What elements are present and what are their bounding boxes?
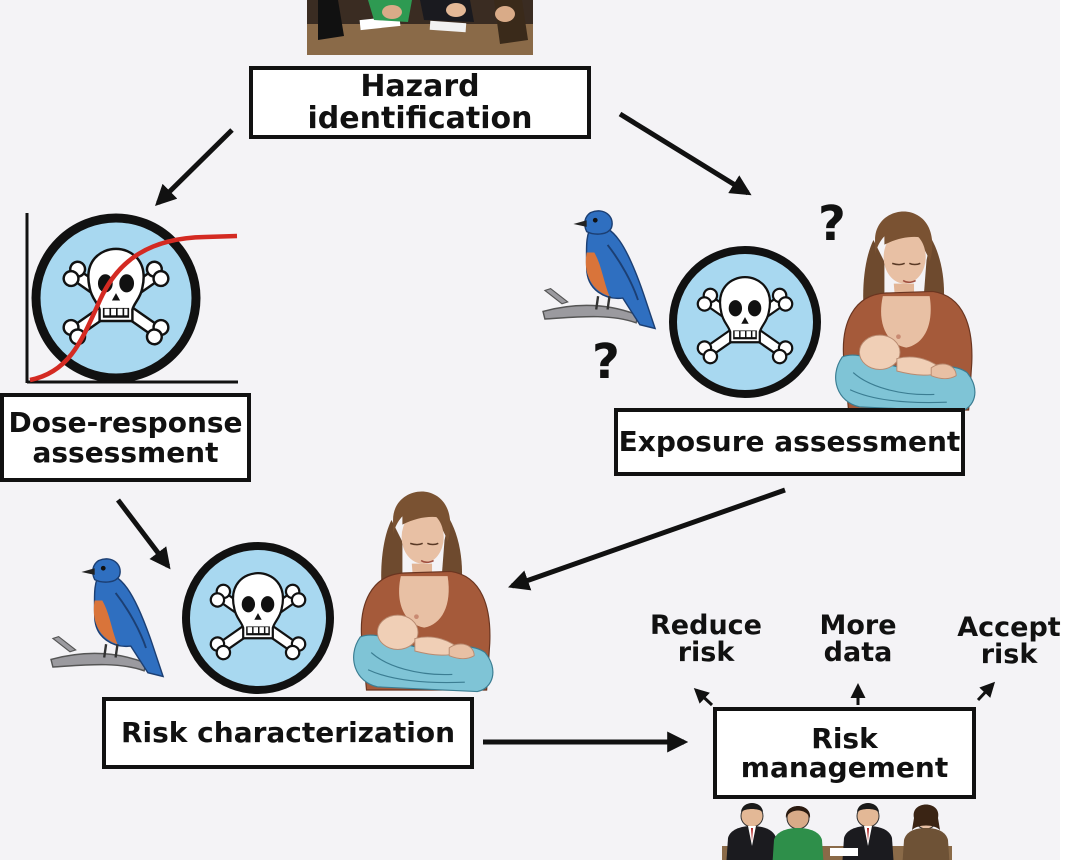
risk-characterization-label: Risk characterization [120,716,456,750]
accept-risk-line2: risk [980,639,1038,670]
dose-response-label-line1: Dose-response [8,406,243,440]
meeting-bottom-image [722,802,952,860]
meeting-people-icon [725,802,779,860]
reduce-risk-line2: risk [677,637,735,668]
mother-infant-icon [352,490,494,693]
meeting-top-image [307,0,533,55]
mother-infant-icon [834,210,976,413]
arrow-to-accept-risk [976,681,996,702]
more-data-line2: data [823,637,893,668]
risk-management-label-line2: management [740,751,949,784]
arrow-to-reduce-risk [693,687,714,707]
dose-response-label-line2: assessment [32,435,219,469]
flow-arrows [116,111,996,753]
dose-response-curve [29,233,238,383]
risk-management-box: Risk management [713,707,976,799]
accept-risk-label: Accept risk [952,614,1066,668]
exposure-assessment-label: Exposure assessment [618,425,961,459]
risk-characterization-graphic [49,490,494,694]
arrow-exposure-to-riskchar [508,487,786,591]
reduce-risk-label: Reduce risk [642,612,770,666]
exposure-graphic [541,209,976,413]
more-data-label: More data [800,612,916,666]
arrow-hazard-to-dose [155,128,234,206]
more-data-line1: More [819,610,897,641]
dose-response-box: Dose-response assessment [0,393,251,482]
bluebird-icon [541,209,657,330]
hazard-identification-label: Hazard identification [307,69,533,136]
accept-risk-line1: Accept [957,612,1061,643]
hazard-identification-box: Hazard identification [249,66,591,139]
risk-management-label-line1: Risk [811,721,878,755]
question-mark-lower: ? [592,334,620,390]
risk-characterization-box: Risk characterization [102,697,474,769]
dose-response-graphic [25,213,238,384]
bluebird-icon [49,557,165,678]
right-edge-strip [1060,0,1070,860]
exposure-assessment-box: Exposure assessment [614,408,965,476]
reduce-risk-line1: Reduce [650,610,762,641]
arrow-hazard-to-exposure [618,111,752,196]
arrow-dose-to-riskchar [116,498,171,570]
question-mark-upper: ? [818,196,846,252]
